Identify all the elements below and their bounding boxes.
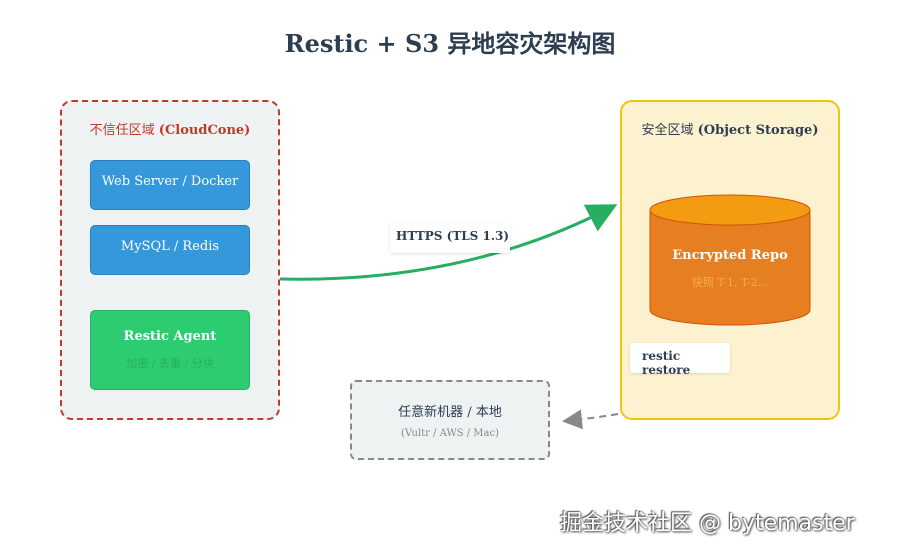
diagram-title: Restic + S3 异地容灾架构图 [284,29,616,58]
safe-zone-title: 安全区域 (Object Storage) [622,119,838,138]
restic-agent-label: Restic Agent [123,329,217,344]
database-node: MySQL / Redis [90,225,250,275]
untrusted-zone-title-provider: (CloudCone) [158,123,251,138]
untrusted-zone-title-prefix: 不信任区域 [89,123,159,138]
encrypted-repo-subtitle: 快照 T-1, T-2... [691,276,769,289]
web-server-node: Web Server / Docker [90,160,250,210]
watermark: 掘金技术社区 @ bytemaster [560,511,855,536]
encrypted-repo-label: Encrypted Repo [672,248,788,263]
encrypted-repo-cylinder [649,194,811,326]
recovery-machine-node: 任意新机器 / 本地 (Vultr / AWS / Mac) [350,380,550,460]
restore-edge-label: restic restore [630,343,730,377]
https-edge-label: HTTPS (TLS 1.3) [390,223,510,253]
recovery-machine-label: 任意新机器 / 本地 [398,405,502,420]
safe-zone-title-prefix: 安全区域 [641,123,698,138]
recovery-machine-subtitle: (Vultr / AWS / Mac) [400,428,500,439]
upload-arrow [279,204,618,281]
safe-zone-title-provider: (Object Storage) [697,123,819,138]
restore-arrow [562,409,619,430]
restic-agent-subtitle: 加密 / 去重 / 分块 [126,357,214,370]
untrusted-zone-title: 不信任区域 (CloudCone) [62,119,278,138]
restic-agent-node: Restic Agent 加密 / 去重 / 分块 [90,310,250,390]
